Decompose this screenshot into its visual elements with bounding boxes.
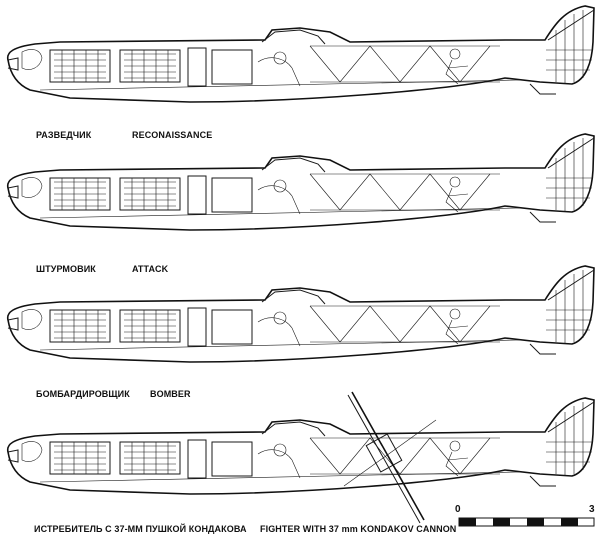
attack-profile xyxy=(6,133,595,231)
scale-start-label: 0 xyxy=(455,504,461,515)
fighter-profile xyxy=(6,397,595,495)
reconnaissance-profile xyxy=(6,5,595,103)
caption-fighter-ru: ИСТРЕБИТЕЛЬ С 37-ММ ПУШКОЙ КОНДАКОВА xyxy=(34,524,247,534)
caption-fighter-en: FIGHTER WITH 37 mm KONDAKOV CANNON xyxy=(260,524,457,534)
bomber-profile xyxy=(6,265,595,363)
caption-attack-ru: ШТУРМОВИК xyxy=(36,264,96,274)
kondakov-cannon xyxy=(343,391,437,524)
caption-reconnaissance-en: RECONAISSANCE xyxy=(132,130,213,140)
scale-end-label: 3 xyxy=(589,504,595,515)
caption-reconnaissance-ru: РАЗВЕДЧИК xyxy=(36,130,92,140)
caption-bomber-en: BOMBER xyxy=(150,389,191,399)
caption-bomber-ru: БОМБАРДИРОВЩИК xyxy=(36,389,130,399)
scale-bar xyxy=(458,517,595,527)
caption-attack-en: ATTACK xyxy=(132,264,169,274)
